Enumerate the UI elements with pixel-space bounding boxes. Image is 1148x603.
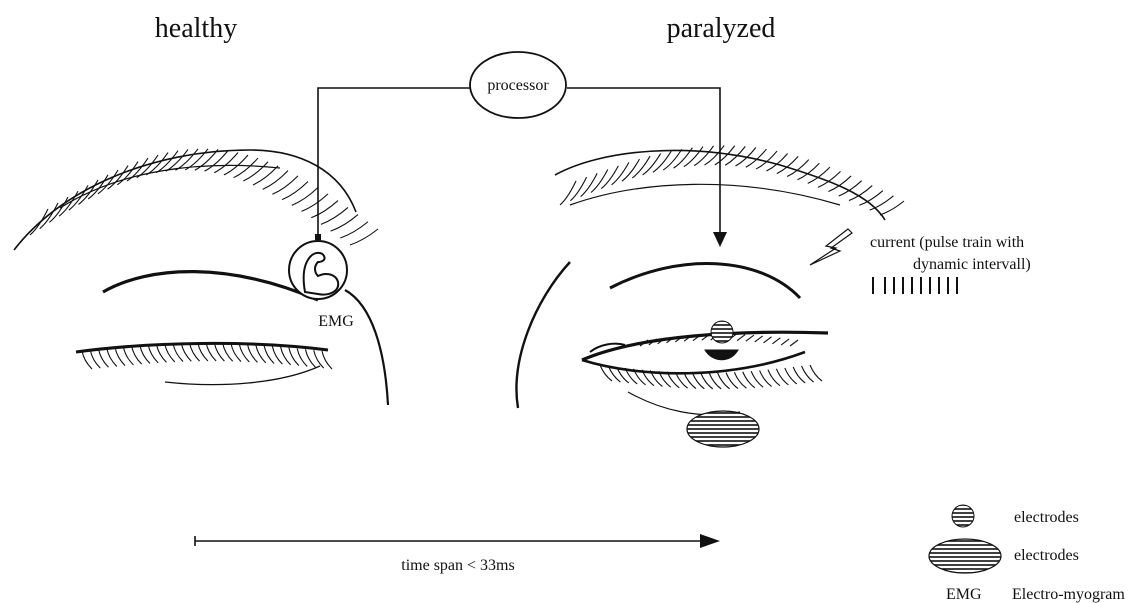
- lower-electrode: [687, 411, 759, 447]
- processor-label: processor: [487, 77, 549, 94]
- legend-item-label: Electro-myogram: [1012, 586, 1125, 603]
- healthy-nose-contour: [345, 290, 388, 405]
- paralyzed-lower-lid: [582, 352, 805, 373]
- lightning-bolt-icon: [810, 229, 852, 265]
- timeline-arrow: [195, 534, 720, 548]
- eyelash: [781, 339, 789, 345]
- eyelash: [132, 346, 142, 364]
- current-label-line1: current (pulse train with: [870, 234, 1024, 251]
- legend-large-electrode-symbol: [929, 539, 1001, 573]
- eyebrow-hair: [560, 181, 576, 205]
- eyelash: [746, 335, 754, 341]
- eyelash: [123, 347, 133, 365]
- arrowhead-stimulator: [713, 232, 727, 247]
- eyelash: [772, 338, 780, 344]
- eyelash: [148, 345, 158, 363]
- eyebrow-hair: [684, 147, 703, 167]
- eyelash: [737, 335, 745, 341]
- legend-emg-symbol: EMG: [946, 586, 982, 603]
- eyelash: [709, 373, 721, 389]
- eyelash: [140, 345, 150, 363]
- eyelash: [99, 349, 109, 367]
- healthy-title: healthy: [155, 13, 237, 44]
- eyelash: [82, 351, 92, 369]
- eyebrow-hair: [263, 171, 288, 190]
- eyebrow-hair: [302, 194, 328, 212]
- eyelash: [322, 351, 332, 369]
- healthy-lid-crease: [103, 272, 318, 300]
- paralyzed-pupil: [705, 350, 738, 360]
- legend-small-electrode-symbol: [952, 505, 974, 527]
- eyebrow-hair: [272, 176, 298, 194]
- paralyzed-title: paralyzed: [667, 13, 776, 44]
- eyelash: [755, 336, 763, 342]
- legend-item-label: electrodes: [1014, 547, 1079, 564]
- eyelash: [115, 348, 125, 366]
- legend: electrodes electrodes EMG Electro-myogra…: [929, 505, 1125, 603]
- eyelash: [764, 337, 772, 343]
- pulse-train: [873, 277, 957, 294]
- current-label-line2: dynamic intervall): [913, 256, 1031, 273]
- upper-electrode: [711, 321, 733, 343]
- emg-label: EMG: [318, 313, 354, 330]
- paralyzed-eye-drawing: [517, 146, 904, 415]
- eyelash: [90, 350, 100, 368]
- eyebrow-hair: [694, 146, 713, 166]
- eyelash: [790, 340, 798, 346]
- eyelash: [718, 373, 730, 389]
- emg-sensor: EMG: [289, 241, 354, 330]
- eyebrow-hair: [581, 173, 598, 196]
- eyebrow-hair: [570, 177, 586, 201]
- eyebrow-hair: [292, 188, 318, 206]
- timeline-label: time span < 33ms: [401, 557, 514, 574]
- eyelash: [107, 348, 117, 366]
- healthy-eyebrow: [14, 150, 356, 250]
- legend-item-label: electrodes: [1014, 509, 1079, 526]
- eyebrow-hair: [311, 201, 338, 218]
- paralyzed-lid-crease: [610, 264, 800, 298]
- eyelash: [810, 365, 822, 381]
- eyebrow-hair: [214, 152, 238, 172]
- eyelash: [701, 373, 713, 389]
- eyebrow-hair: [282, 181, 308, 199]
- paralyzed-nose-contour: [517, 262, 570, 408]
- eyebrow-hair: [705, 146, 725, 165]
